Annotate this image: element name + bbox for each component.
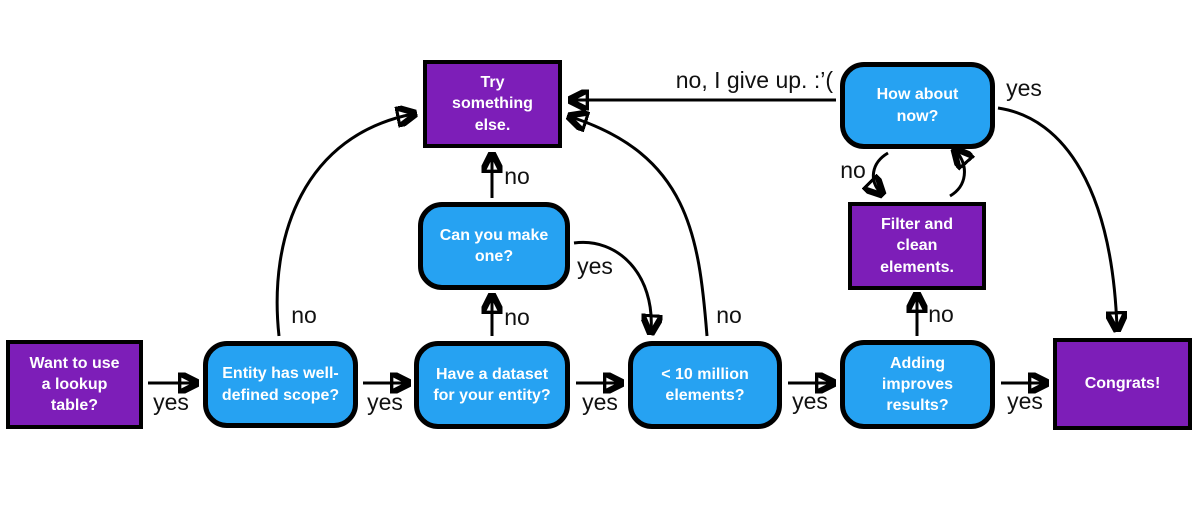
node-have-dataset: Have a dataset for your entity? — [414, 341, 570, 429]
edge-label-adding-no: no — [928, 301, 954, 327]
edge-label-canmake-yes: yes — [577, 253, 613, 279]
node-label: Can you make one? — [439, 226, 549, 265]
node-under-10-million: < 10 million elements? — [628, 341, 782, 429]
edge-label-entity-yes: yes — [367, 389, 403, 415]
edge-label-adding-yes: yes — [1007, 388, 1043, 414]
edge-label-dataset-no: no — [504, 304, 530, 330]
node-label: Filter and clean elements. — [880, 216, 954, 276]
edge-label-10m-yes: yes — [792, 388, 828, 414]
edge-label-canmake-no: no — [504, 163, 530, 189]
node-try-something-else: Try something else. — [423, 60, 562, 148]
edge-10m-to-try-else — [571, 117, 709, 337]
node-label: Adding improves results? — [881, 354, 954, 415]
edge-canmake-to-10m — [573, 240, 651, 331]
node-label: Congrats! — [1084, 375, 1161, 393]
node-label: Entity has well- defined scope? — [221, 365, 340, 404]
node-label: Have a dataset for your entity? — [433, 365, 551, 404]
edge-label-give-up: no, I give up. :’( — [675, 67, 833, 93]
node-congrats: Congrats! — [1053, 338, 1192, 430]
node-label: Try something else. — [452, 74, 533, 134]
edge-label-want-yes: yes — [153, 389, 189, 415]
edge-label-10m-no: no — [716, 302, 742, 328]
node-adding-improves: Adding improves results? — [840, 340, 995, 429]
node-want-lookup-table: Want to use a lookup table? — [6, 340, 143, 429]
edge-label-entity-no: no — [291, 302, 317, 328]
edge-label-hownow-yes: yes — [1006, 75, 1042, 101]
node-label: < 10 million elements? — [661, 365, 749, 404]
edge-filter-to-hownow — [950, 151, 964, 198]
node-label: Want to use a lookup table? — [29, 354, 120, 415]
node-can-make-one: Can you make one? — [418, 202, 570, 290]
node-how-about-now: How about now? — [840, 62, 995, 149]
node-filter-clean-elements: Filter and clean elements. — [848, 202, 986, 290]
edge-hownow-to-congrats — [997, 106, 1117, 328]
node-entity-scope: Entity has well- defined scope? — [203, 341, 358, 428]
edge-hownow-to-filter — [873, 151, 888, 193]
edge-entity-to-try-else — [275, 114, 413, 337]
edge-label-hownow-no: no — [840, 157, 866, 183]
edge-label-dataset-yes: yes — [582, 389, 618, 415]
node-label: How about now? — [876, 86, 959, 125]
